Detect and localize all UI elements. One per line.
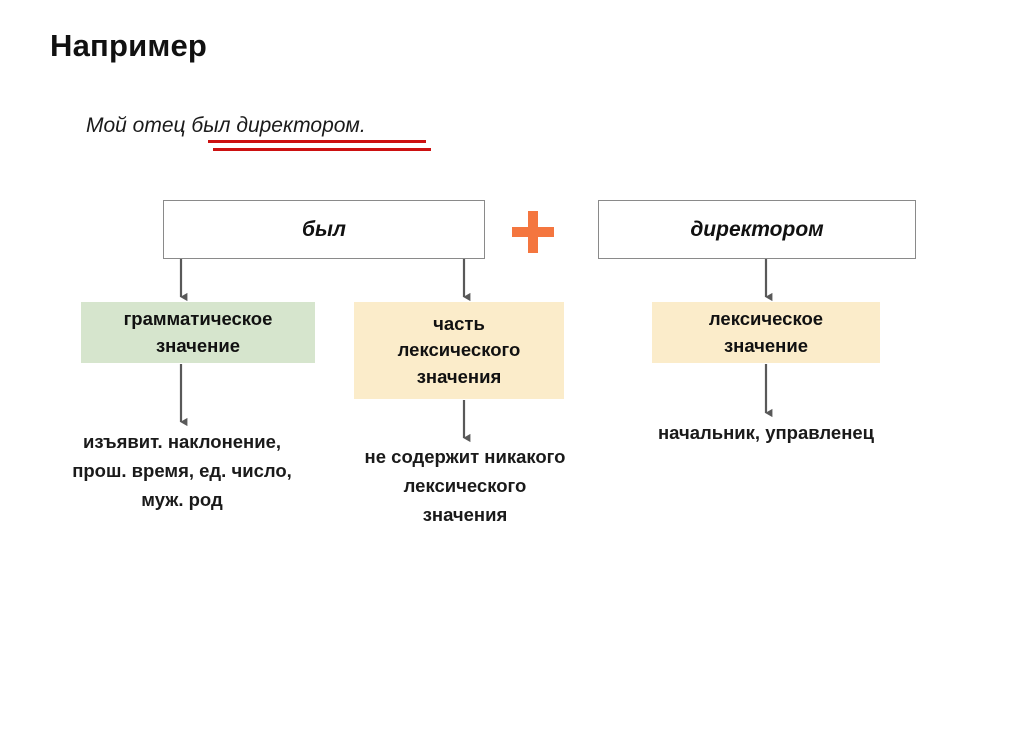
predicate-underline-top <box>208 140 426 143</box>
meaning-box-grammatical[interactable]: грамматическое значение <box>81 302 315 363</box>
plus-sign-icon <box>512 211 554 253</box>
plus-bar-vertical <box>528 211 538 253</box>
meaning-box-lexical-line2: значение <box>723 334 809 356</box>
leaf-text-partial-lexical: не содержит никакого лексического значен… <box>364 446 566 526</box>
meaning-box-partial-lexical-line2: лексического <box>397 339 521 361</box>
leaf-text-grammatical: изъявит. наклонение, прош. время, ед. чи… <box>72 431 292 511</box>
example-sentence: Мой отец был директором. <box>86 114 366 138</box>
meaning-box-lexical[interactable]: лексическое значение <box>652 302 880 363</box>
meaning-box-grammatical-line1: грамматическое <box>123 308 273 330</box>
meaning-box-partial-lexical[interactable]: часть лексического значения <box>354 302 564 399</box>
word-box-byl[interactable]: был <box>163 200 485 259</box>
word-box-direktorom[interactable]: директором <box>598 200 916 259</box>
meaning-box-grammatical-line2: значение <box>155 334 241 356</box>
sentence-prefix: Мой отец <box>86 114 192 137</box>
meaning-box-lexical-line1: лексическое <box>708 308 824 330</box>
page-title: Например <box>50 28 208 63</box>
leaf-text-lexical: начальник, управленец <box>657 422 875 443</box>
sentence-highlighted-predicate: был директором. <box>191 114 366 137</box>
meaning-box-partial-lexical-line1: часть <box>433 313 485 335</box>
meaning-box-partial-lexical-line3: значения <box>416 365 502 387</box>
predicate-underline-bottom <box>213 148 431 151</box>
